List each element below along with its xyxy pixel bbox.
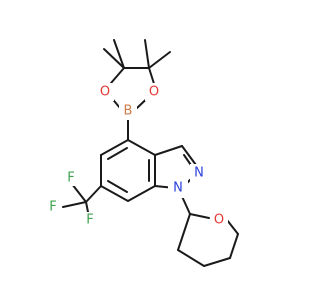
fluorine-bottom-label: F <box>86 213 93 228</box>
molecule-diagram: B O O N N O F F F <box>49 39 239 267</box>
structure-svg: B O O N N O F F F <box>49 39 239 267</box>
n1-label: N <box>173 181 183 196</box>
fluorine-left-label: F <box>49 200 56 215</box>
oxygen-thp-label: O <box>214 213 224 228</box>
oxygen-right-label: O <box>149 85 159 100</box>
benzene-ring <box>100 139 156 202</box>
oxygen-left-label: O <box>100 85 110 100</box>
boron-label: B <box>124 104 133 119</box>
thp-ring <box>177 213 239 267</box>
n2-label: N <box>194 166 204 181</box>
fluorine-top-label: F <box>67 171 74 186</box>
